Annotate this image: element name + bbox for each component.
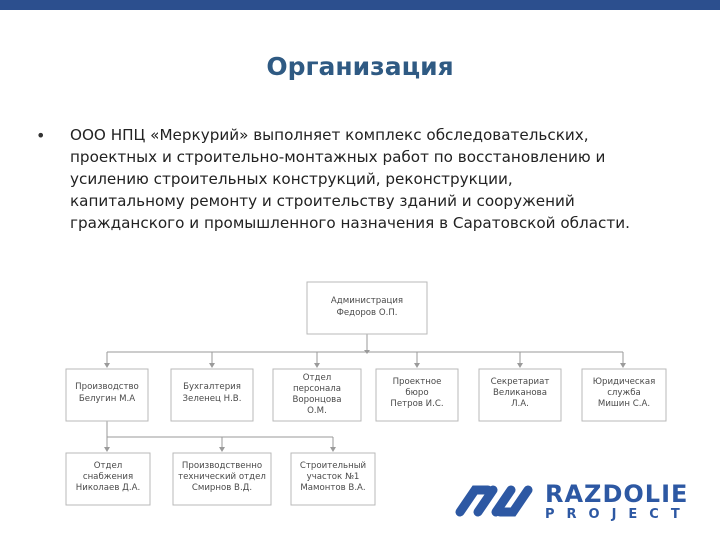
org-box-line: Бухгалтерия [183,382,241,392]
org-box-line: Отдел [94,461,123,471]
org-box-design-bureau: Проектное бюро Петров И.С. [375,368,459,422]
bullet-line: усилению строительных конструкций, рекон… [70,170,513,188]
org-box-line: Николаев Д.А. [76,483,140,493]
org-connectors [104,334,626,452]
org-box-administration: Администрация Федоров О.П. [306,281,428,335]
org-box-line: Производство [75,382,139,392]
org-box-supply-department: Отдел снабжения Николаев Д.А. [65,452,151,506]
org-box-line: Производственно [182,461,262,471]
org-box-line: участок №1 [307,472,360,482]
org-box-line: Л.А. [511,399,529,409]
org-box-construction-site-1: Строительный участок №1 Мамонтов В.А. [290,452,376,506]
org-box-line: персонала [293,384,341,394]
org-box-line: Петров И.С. [390,399,443,409]
bullet-line: ООО НПЦ «Меркурий» выполняет комплекс об… [70,126,589,144]
org-box-line: Мишин С.А. [598,399,650,409]
slide-title: Организация [266,52,454,81]
org-box-line: снабжения [83,472,133,482]
org-box-personnel: Отдел персонала Воронцова О.М. [272,368,362,422]
bullet-line: капитальному ремонту и строительству зда… [70,192,575,210]
logo-subtitle: PROJECT [545,507,692,522]
org-box-production-technical-department: Производственно технический отдел Смирно… [172,452,272,506]
org-box-secretariat: Секретариат Великанова Л.А. [478,368,562,422]
bullet-paragraph: ООО НПЦ «Меркурий» выполняет комплекс об… [70,124,700,234]
org-box-legal-service: Юридическая служба Мишин С.А. [581,368,667,422]
org-box-line: Проектное [393,377,442,387]
org-box-line: Зеленец Н.В. [183,394,242,404]
org-box-line: Белугин М.А [79,394,135,404]
razdolie-project-logo: RAZDOLIE PROJECT [448,478,710,524]
interlocking-chain-logo-icon [455,485,533,517]
org-box-accounting: Бухгалтерия Зеленец Н.В. [170,368,254,422]
org-box-line: Воронцова [293,395,342,405]
bullet-marker: • [36,126,46,145]
org-box-line: технический отдел [178,472,266,482]
org-box-line: Великанова [493,388,547,398]
org-box-line: Смирнов В.Д. [192,483,252,493]
org-box-line: Секретариат [491,377,550,387]
top-accent-bar [0,0,720,10]
bullet-line: проектных и строительно-монтажных работ … [70,148,606,166]
org-box-line: служба [607,388,641,398]
org-box-line: Мамонтов В.А. [300,483,365,493]
org-box-line: Отдел [303,373,332,383]
bullet-line: гражданского и промышленного назначения … [70,214,630,232]
org-box-line: О.М. [307,406,327,416]
org-box-line: Юридическая [593,377,656,387]
org-box-line: Администрация [331,296,403,306]
org-box-production: Производство Белугин М.А [65,368,149,422]
org-box-line: бюро [405,388,428,398]
org-box-line: Федоров О.П. [336,308,397,318]
org-box-line: Строительный [300,461,366,471]
logo-wordmark: RAZDOLIE [545,480,689,508]
